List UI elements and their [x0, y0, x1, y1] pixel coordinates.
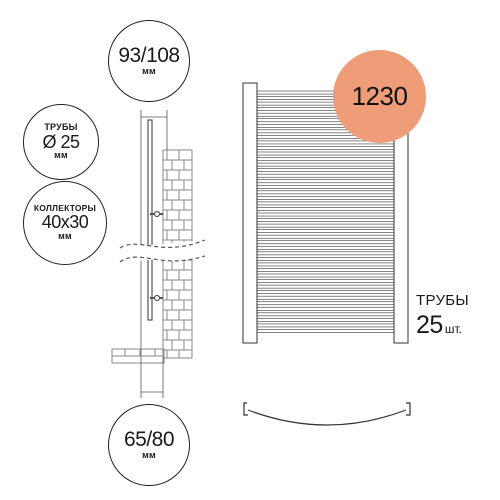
collectors-circle: КОЛЛЕКТОРЫ 40x30 мм	[23, 181, 107, 265]
bottom-depth-value: 65/80	[123, 428, 175, 452]
radiator-tube	[256, 257, 395, 261]
radiator-tube	[256, 212, 395, 217]
radiator-tube	[256, 318, 395, 322]
break-line	[119, 239, 206, 249]
radiator-tube	[256, 218, 395, 222]
radiator-tube	[256, 196, 395, 200]
top-view-curve	[243, 402, 411, 426]
bottom-depth-circle: 65/80 мм	[108, 404, 190, 486]
radiator-tube	[256, 157, 395, 161]
radiator-tube	[256, 312, 395, 317]
front-view-radiator	[242, 82, 409, 344]
radiator-tube	[256, 245, 395, 250]
radiator-profile	[147, 119, 153, 321]
radiator-tube	[256, 301, 395, 306]
radiator-tube	[256, 323, 395, 328]
pipes-unit: мм	[54, 150, 68, 161]
radiator-tube	[256, 329, 395, 333]
top-depth-value: 93/108	[118, 44, 180, 68]
tubes-title: ТРУБЫ	[416, 292, 469, 309]
radiator-tube	[256, 251, 395, 256]
break-mark	[119, 239, 206, 263]
radiator-tube	[256, 223, 395, 228]
radiator-tube	[256, 234, 395, 239]
radiator-tube	[256, 162, 395, 167]
radiator-tube	[256, 229, 395, 233]
bracket-bolt	[153, 210, 161, 218]
radiator-tube	[256, 190, 395, 195]
radiator-tube	[256, 290, 395, 294]
radiator-tube	[256, 268, 395, 272]
curve-end-left	[243, 402, 248, 416]
collectors-size: 40x30	[41, 212, 89, 233]
top-depth-circle: 93/108 мм	[108, 20, 190, 102]
radiator-tube	[256, 184, 395, 189]
bracket-bolt	[153, 294, 161, 302]
top-depth-unit: мм	[142, 66, 156, 77]
curve-arc	[247, 409, 407, 426]
radiator-tube	[256, 262, 395, 267]
brick-wall	[111, 149, 193, 364]
height-badge: 1230	[333, 50, 426, 143]
pipes-diameter-circle: ТРУБЫ Ø 25 мм	[23, 104, 99, 180]
radiator-tube	[256, 207, 395, 211]
tubes-unit: шт.	[444, 322, 462, 336]
radiator-tube	[256, 151, 395, 156]
radiator-tube	[256, 240, 395, 245]
radiator-tube	[256, 179, 395, 184]
radiator-tube	[256, 295, 395, 300]
left-rail	[242, 82, 258, 344]
side-view	[119, 110, 206, 398]
radiator-tube	[256, 168, 395, 172]
radiator-tube	[256, 306, 395, 311]
radiator-tube	[256, 279, 395, 283]
pipes-diameter: Ø 25	[42, 131, 80, 152]
collectors-unit: мм	[58, 231, 72, 242]
radiator-tube	[256, 201, 395, 206]
collectors-label: КОЛЛЕКТОРЫ	[33, 203, 97, 214]
pipes-label: ТРУБЫ	[44, 122, 78, 133]
break-line	[119, 255, 206, 263]
tubes-count: 25	[416, 311, 443, 339]
radiator-tube	[256, 284, 395, 289]
radiator-tube	[256, 173, 395, 178]
radiator-tube	[256, 140, 395, 145]
radiator-tube	[256, 273, 395, 278]
curve-end-right	[406, 402, 411, 416]
radiator-tube	[256, 146, 395, 150]
bottom-depth-unit: мм	[142, 450, 156, 461]
